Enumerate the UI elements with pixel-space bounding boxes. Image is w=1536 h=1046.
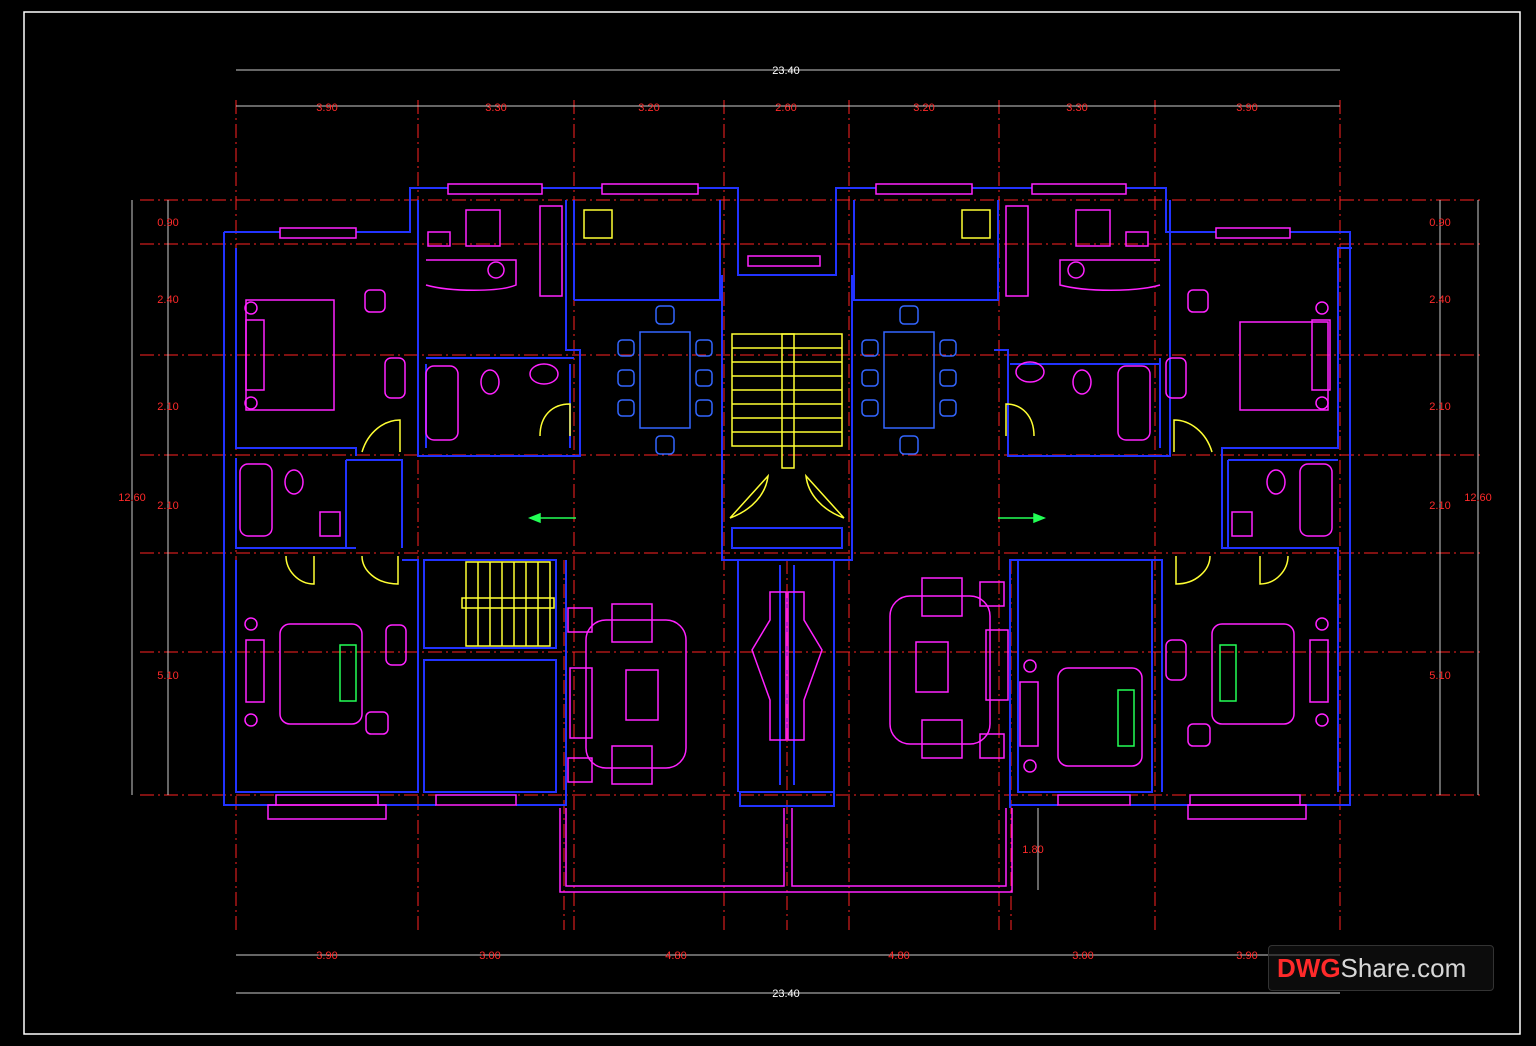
green-accents: [339, 512, 1237, 747]
left-dim-2: 2.40: [157, 294, 178, 306]
drawing-frame: [23, 11, 1521, 1035]
left-total-dimension: 12.60: [118, 492, 146, 504]
furniture: [239, 205, 1333, 785]
stairs-and-doors: [285, 209, 1289, 647]
right-dim-3: 2.10: [1429, 401, 1450, 413]
right-dim-4: 2.10: [1429, 500, 1450, 512]
top-dim-2: 3.30: [485, 102, 506, 114]
right-total-dimension: 12.60: [1464, 492, 1492, 504]
top-total-dimension: 23.40: [772, 65, 800, 77]
top-dim-6: 3.30: [1066, 102, 1087, 114]
top-dim-7: 3.90: [1236, 102, 1257, 114]
bottom-dim-3: 4.80: [665, 950, 686, 962]
bottom-total-dimension: 23.40: [772, 988, 800, 1000]
balcony-dimension: 1.80: [1022, 844, 1043, 856]
bottom-dim-5: 3.00: [1072, 950, 1093, 962]
bottom-dim-4: 4.80: [888, 950, 909, 962]
watermark-share: Share.com: [1340, 953, 1467, 983]
right-dim-1: 0.90: [1429, 217, 1450, 229]
watermark-logo: DWGShare.com: [1268, 945, 1494, 991]
walls: [223, 187, 1352, 808]
top-dim-4: 2.60: [775, 102, 796, 114]
right-dim-2: 2.40: [1429, 294, 1450, 306]
dimension-lines: [131, 69, 1479, 994]
bottom-dim-6: 3.90: [1236, 950, 1257, 962]
left-dim-5: 5.10: [157, 670, 178, 682]
bottom-dim-1: 3.90: [316, 950, 337, 962]
left-dim-4: 2.10: [157, 500, 178, 512]
balcony: [559, 808, 1013, 893]
top-dim-3: 3.20: [638, 102, 659, 114]
right-dim-5: 5.10: [1429, 670, 1450, 682]
left-dim-3: 2.10: [157, 401, 178, 413]
left-dim-1: 0.90: [157, 217, 178, 229]
dining-sets: [617, 305, 957, 455]
windows: [267, 183, 1307, 820]
bottom-dim-2: 3.00: [479, 950, 500, 962]
top-dim-1: 3.90: [316, 102, 337, 114]
top-dim-5: 3.20: [913, 102, 934, 114]
watermark-dwg: DWG: [1277, 953, 1341, 983]
